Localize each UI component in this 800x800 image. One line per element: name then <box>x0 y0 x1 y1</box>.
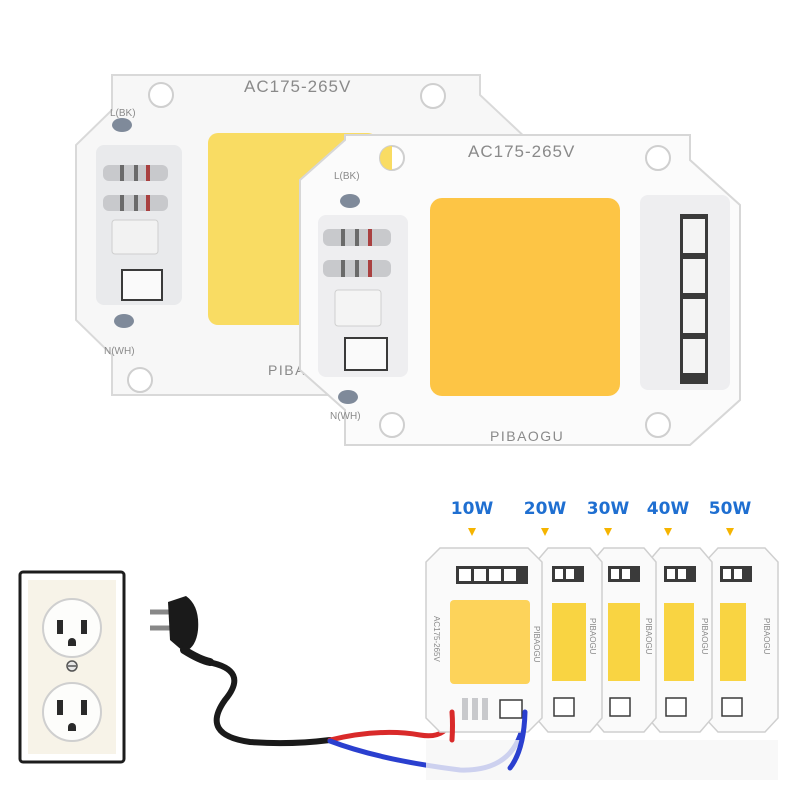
pointer-marker <box>541 528 549 536</box>
solder-pad <box>114 314 134 328</box>
mini-board-10w: AC175-265V PIBAOGU <box>425 547 543 733</box>
mount-hole <box>379 412 405 438</box>
led-chip <box>450 600 530 684</box>
wattage-label-40w: 40W <box>647 499 690 519</box>
mount-hole <box>127 367 153 393</box>
reflection <box>426 740 778 780</box>
svg-text:PIBAOGU: PIBAOGU <box>762 618 771 655</box>
wattage-label-10w: 10W <box>451 499 494 519</box>
back-board-neutral-label: N(WH) <box>104 346 135 357</box>
svg-text:PIBAOGU: PIBAOGU <box>644 618 653 655</box>
led-chip <box>430 198 620 396</box>
resistor <box>482 698 488 720</box>
mount-hole <box>148 82 174 108</box>
led-chip <box>552 603 586 681</box>
pointer-marker <box>468 528 476 536</box>
driver-chip <box>111 219 159 255</box>
driver-ic <box>121 269 163 301</box>
front-board-live-label: L(BK) <box>334 171 360 182</box>
wattage-label-30w: 30W <box>587 499 630 519</box>
wattage-labels: 10W 20W 30W 40W 50W <box>451 499 752 536</box>
driver-ic <box>344 337 388 371</box>
front-board-brand: PIBAOGU <box>490 428 564 444</box>
pointer-marker <box>664 528 672 536</box>
led-chip <box>664 603 694 681</box>
led-chip <box>720 603 746 681</box>
back-board-brand: PIBA <box>268 362 306 378</box>
outlet-socket-top <box>42 598 102 658</box>
solder-pad <box>340 194 360 208</box>
resistor <box>462 698 468 720</box>
mini-board-50w: PIBAOGU <box>704 547 779 733</box>
front-led-board: AC175-265V L(BK) N(WH) PIBAOGU <box>299 134 741 446</box>
solder-pad <box>112 118 132 132</box>
front-board-voltage: AC175-265V <box>468 142 575 161</box>
wattage-label-50w: 50W <box>709 499 752 519</box>
back-board-live-label: L(BK) <box>110 108 136 119</box>
mini-board-voltage: AC175-265V <box>432 616 441 662</box>
mini-board-20w: PIBAOGU <box>535 547 603 733</box>
pointer-marker <box>726 528 734 536</box>
svg-text:PIBAOGU: PIBAOGU <box>700 618 709 655</box>
power-plug <box>150 596 214 666</box>
mount-hole <box>645 412 671 438</box>
mini-board-brand: PIBAOGU <box>532 626 541 663</box>
mount-hole <box>645 145 671 171</box>
svg-text:PIBAOGU: PIBAOGU <box>588 618 597 655</box>
solder-pad <box>338 390 358 404</box>
resistor <box>472 698 478 720</box>
pointer-marker <box>604 528 612 536</box>
mini-board-40w: PIBAOGU <box>647 547 713 733</box>
back-board-voltage: AC175-265V <box>244 77 351 96</box>
wall-outlet <box>18 570 126 764</box>
wattage-label-20w: 20W <box>524 499 567 519</box>
outlet-socket-bottom <box>42 682 102 742</box>
led-chip <box>608 603 640 681</box>
plug-cable <box>205 659 333 747</box>
mount-hole <box>420 83 446 109</box>
driver-chip <box>334 289 382 327</box>
front-board-neutral-label: N(WH) <box>330 411 361 422</box>
mini-board-30w: PIBAOGU <box>591 547 657 733</box>
